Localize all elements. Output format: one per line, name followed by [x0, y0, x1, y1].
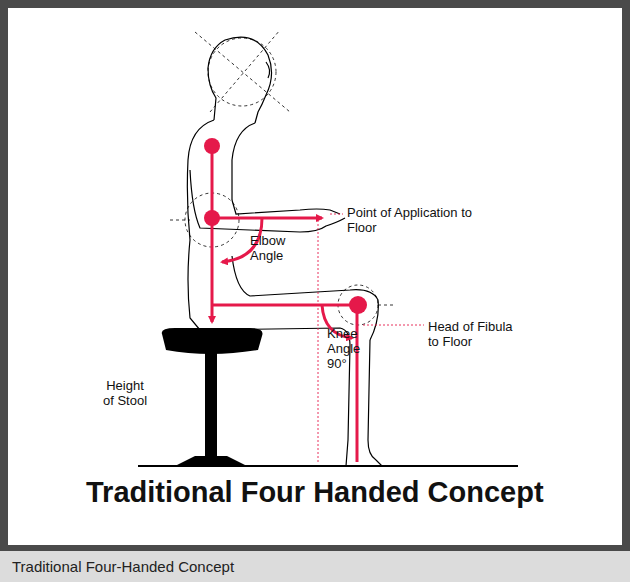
figure-caption: Traditional Four-Handed Concept	[12, 558, 234, 575]
callout-label: Point of Application to Floor	[347, 205, 473, 235]
angle-label: Elbow Angle	[250, 233, 296, 263]
angle-label: Knee Angle 90°	[327, 326, 369, 371]
image-panel	[8, 8, 622, 545]
callout-label: Head of Fibula to Floor	[428, 319, 522, 349]
dimension-label: Height of Stool	[100, 378, 150, 408]
diagram-title: Traditional Four Handed Concept	[86, 476, 544, 509]
